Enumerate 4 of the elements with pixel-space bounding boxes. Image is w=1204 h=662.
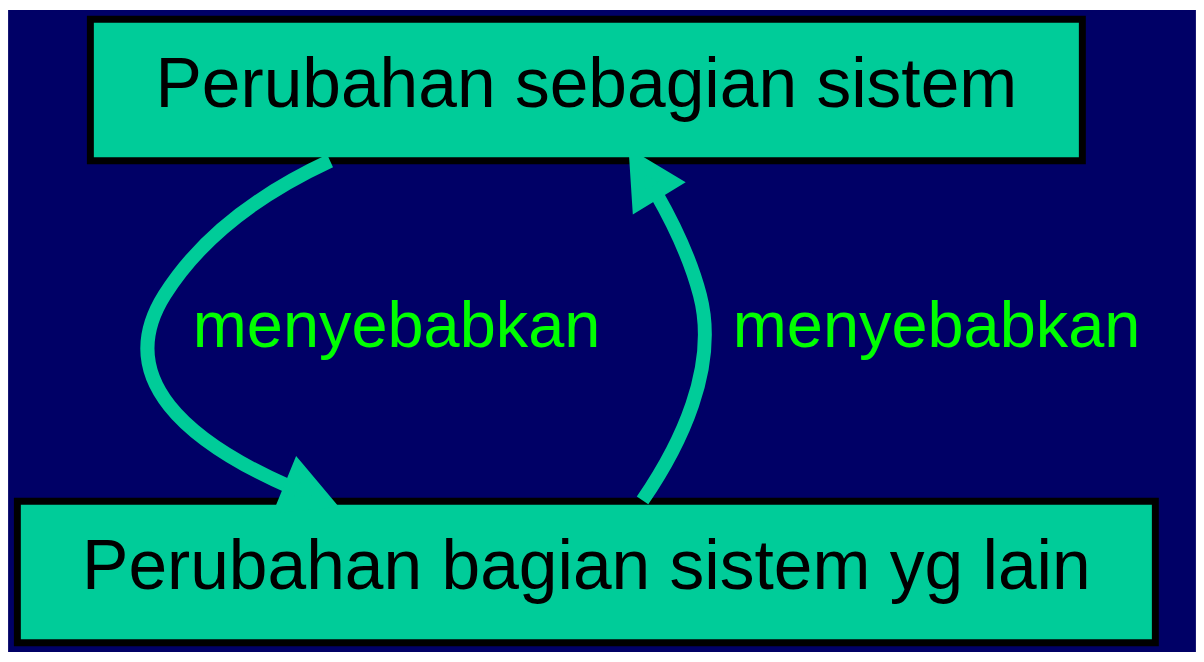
node-box: Perubahan sebagian sistem bbox=[86, 15, 1086, 165]
node-box: Perubahan bagian sistem yg lain bbox=[13, 497, 1159, 647]
edge-label: menyebabkan bbox=[732, 287, 1141, 361]
edge-label: menyebabkan bbox=[192, 287, 601, 361]
